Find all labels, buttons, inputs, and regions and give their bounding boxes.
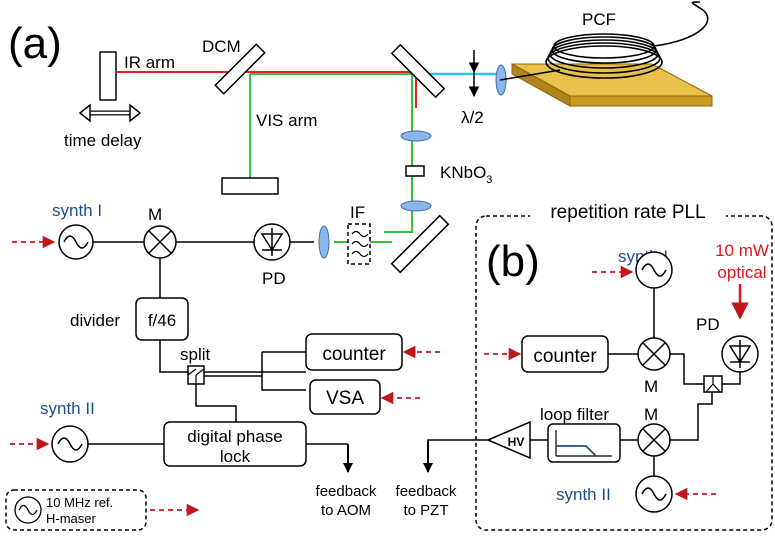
splitter-a[interactable] bbox=[187, 365, 205, 385]
filter-wavy-icon bbox=[351, 230, 369, 258]
counter-a-text: counter bbox=[322, 344, 386, 365]
interference-filter bbox=[347, 223, 371, 265]
mixer-a[interactable] bbox=[143, 225, 177, 259]
synth-1-label: synth I bbox=[52, 201, 102, 220]
vsa-text: VSA bbox=[326, 388, 364, 409]
phase-lock-box[interactable] bbox=[163, 421, 307, 467]
phase-lock-line2: lock bbox=[220, 447, 251, 466]
hv-label: HV bbox=[508, 435, 525, 449]
legend-source-icon bbox=[14, 496, 42, 524]
panel-b-title-bg bbox=[530, 200, 726, 224]
pd-b-label: PD bbox=[696, 315, 720, 334]
synth-2b-label: synth II bbox=[556, 485, 611, 504]
counter-b-text: counter bbox=[533, 346, 597, 367]
mixer-b-upper-label: M bbox=[644, 377, 658, 396]
divider-box[interactable] bbox=[135, 297, 189, 341]
legend-line1: 10 MHz ref. bbox=[46, 495, 113, 510]
time-delay-label: time delay bbox=[64, 131, 142, 150]
half-wave-label: λ/2 bbox=[461, 108, 484, 127]
knbo3-subscript: 3 bbox=[486, 174, 492, 186]
panel-b-title: repetition rate PLL bbox=[550, 202, 705, 223]
photodiode-a-label: PD bbox=[262, 269, 286, 288]
divider-box-text: f/46 bbox=[148, 311, 176, 330]
turning-mirror-lower bbox=[390, 214, 450, 274]
dcm-label: DCM bbox=[202, 37, 241, 56]
pd-lens bbox=[318, 225, 330, 259]
counter-a-box[interactable] bbox=[305, 333, 403, 371]
feedback-aom-line1: feedback bbox=[316, 483, 377, 500]
splitter-b[interactable] bbox=[703, 375, 723, 393]
divider-label: divider bbox=[70, 311, 120, 330]
vsa-box[interactable] bbox=[309, 379, 381, 415]
mixer-b-lower[interactable] bbox=[637, 423, 671, 457]
synth-2-source[interactable] bbox=[51, 425, 89, 463]
knbo3-crystal bbox=[405, 165, 425, 177]
synth-1b-source[interactable] bbox=[635, 251, 673, 289]
synth-2b-source[interactable] bbox=[635, 475, 673, 513]
photodiode-a[interactable] bbox=[253, 223, 291, 261]
loop-filter-box[interactable] bbox=[547, 423, 621, 463]
mixer-b-lower-label: M bbox=[644, 405, 658, 424]
mixer-b-upper[interactable] bbox=[637, 337, 671, 371]
split-label: split bbox=[180, 345, 211, 364]
pcf-coil bbox=[499, 1, 709, 81]
synth-2-label: synth II bbox=[40, 399, 95, 418]
wiring-a bbox=[88, 241, 348, 445]
vis-delay-mirror bbox=[221, 177, 279, 195]
loop-filter-response-icon bbox=[555, 430, 612, 457]
time-delay-arrow bbox=[78, 103, 142, 123]
synth-1-source[interactable] bbox=[58, 224, 94, 260]
vis-arm-label: VIS arm bbox=[256, 111, 317, 130]
panel-b-label: (b) bbox=[486, 237, 540, 286]
optical-line1: 10 mW bbox=[715, 241, 769, 260]
legend-line2: H-maser bbox=[46, 511, 97, 526]
filter-label: IF bbox=[350, 203, 365, 222]
vis-lens-lower bbox=[400, 200, 432, 212]
turning-mirror-top bbox=[390, 43, 446, 99]
feedback-aom-line2: to AOM bbox=[321, 502, 371, 519]
panel-a-label: (a) bbox=[8, 19, 62, 68]
knbo3-label: KNbO3 bbox=[440, 163, 492, 186]
phase-lock-line1: digital phase bbox=[187, 427, 282, 446]
ir-delay-mirror bbox=[99, 51, 117, 101]
pcf-mount bbox=[511, 63, 713, 107]
reference-legend-box bbox=[5, 489, 147, 531]
ir-beam bbox=[116, 71, 417, 108]
feedback-pzt-line2: to PZT bbox=[403, 502, 448, 519]
loop-filter-label: loop filter bbox=[540, 405, 609, 424]
dcm-mirror bbox=[214, 43, 266, 95]
panel-b-frame bbox=[475, 215, 773, 531]
optical-line2: optical bbox=[717, 263, 766, 282]
vis-beam bbox=[249, 73, 413, 233]
hv-amplifier[interactable] bbox=[486, 420, 531, 460]
photodiode-b[interactable] bbox=[721, 335, 759, 373]
ir-arm-label: IR arm bbox=[124, 53, 175, 72]
vis-lens-upper bbox=[400, 130, 432, 142]
pcf-label: PCF bbox=[582, 10, 616, 29]
feedback-pzt-line1: feedback bbox=[396, 483, 457, 500]
mixer-a-label: M bbox=[148, 205, 162, 224]
counter-b-box[interactable] bbox=[521, 335, 609, 373]
